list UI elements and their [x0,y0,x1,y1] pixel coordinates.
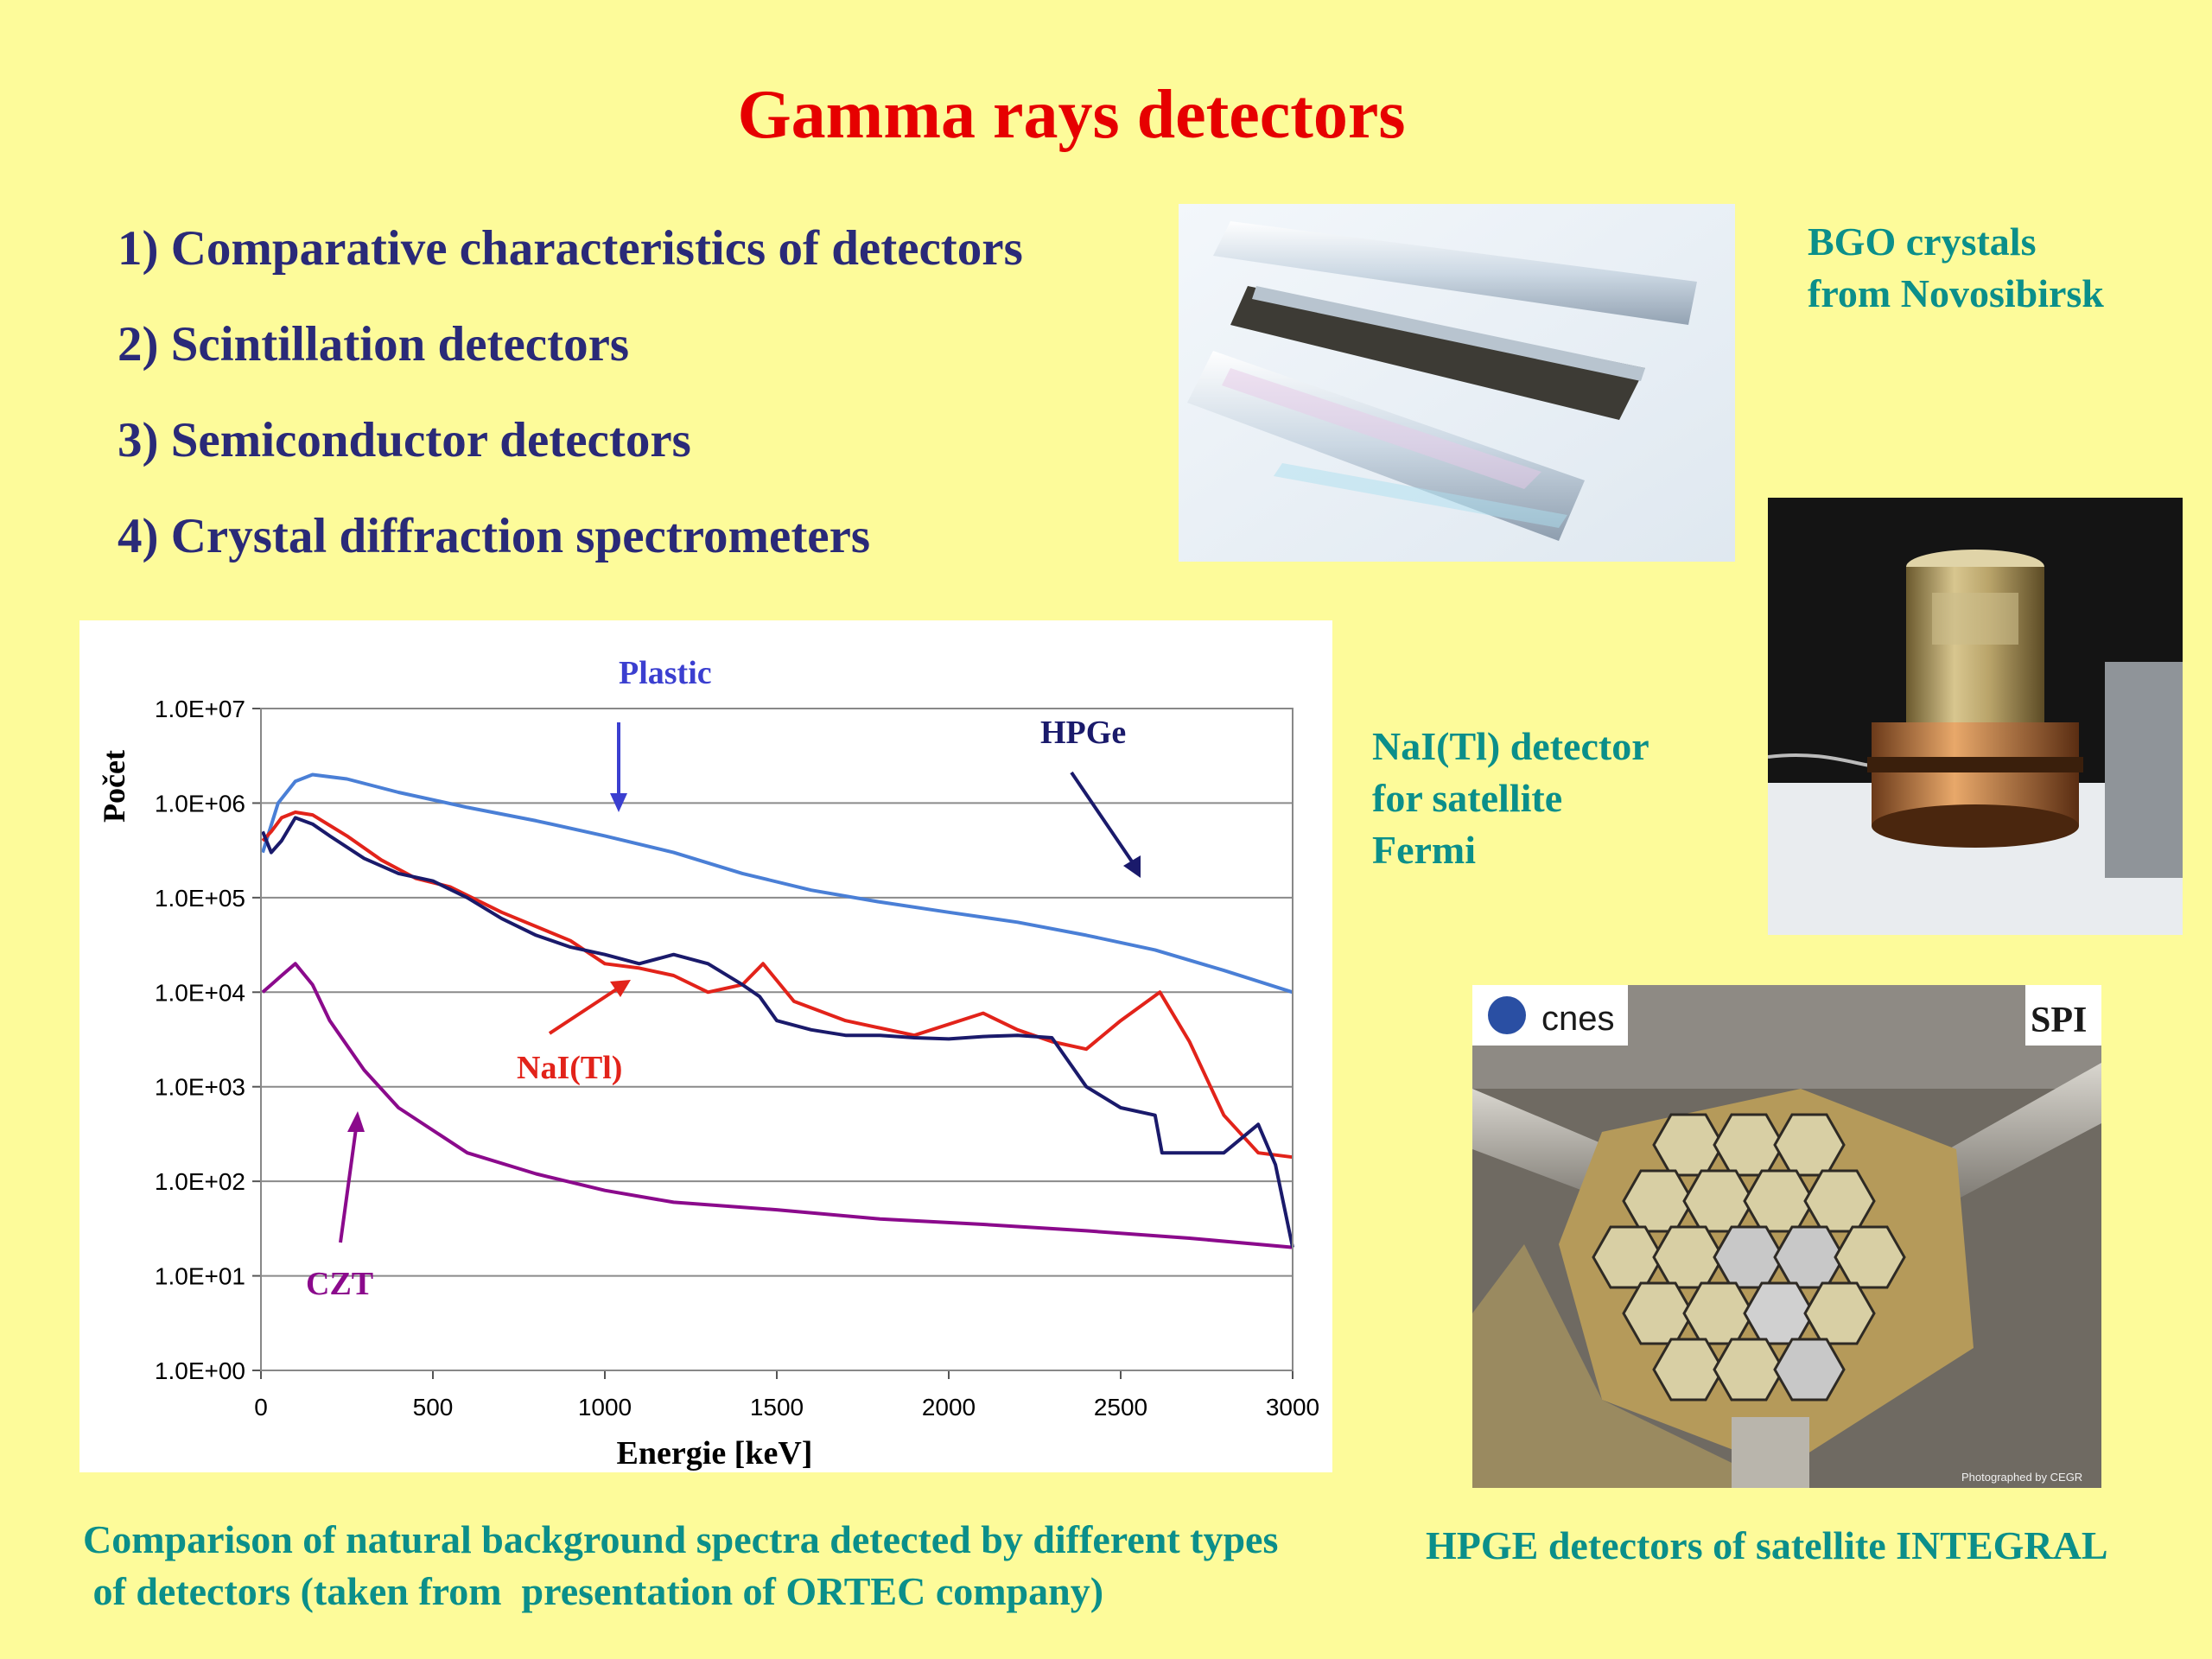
spectra-caption-line-1: Comparison of natural background spectra… [83,1517,1279,1561]
x-axis-label: Energie [keV] [617,1435,813,1471]
x-tick-label: 500 [413,1394,454,1421]
annotation-czt-arrowhead [347,1111,365,1132]
series-line-czt [261,962,1294,1249]
series-line-hpge [261,816,1294,1249]
bgo-crystals-photo [1179,204,1735,562]
list-item-2: 2) Scintillation detectors [118,317,630,372]
x-tick-label: 1000 [578,1394,632,1421]
y-tick-label: 1.0E+02 [155,1168,245,1195]
x-tick-label: 1500 [750,1394,804,1421]
annotation-hpge-arrowhead [1123,855,1141,878]
annotation-czt-arrow [339,1128,358,1243]
spectra-caption-line-2: of detectors (taken from presentation of… [83,1569,1104,1613]
y-tick-label: 1.0E+04 [155,979,245,1006]
annotation-hpge: HPGe [1040,715,1126,751]
bgo-caption-line-1: BGO crystals [1808,219,2037,264]
x-tick-label: 0 [254,1394,268,1421]
y-tick-label: 1.0E+01 [155,1263,245,1290]
y-tick-label: 1.0E+05 [155,885,245,912]
y-tick-label: 1.0E+07 [155,696,245,722]
spectra-chart: 1.0E+00 1.0E+01 1.0E+02 1.0E+03 1.0E+04 1.0E+… [79,620,1332,1472]
nai-caption-line-3: Fermi [1372,828,1477,872]
page-title: Gamma rays detectors [737,77,1406,153]
nai-caption-line-1: NaI(Tl) detector [1372,724,1649,768]
bgo-caption-line-2: from Novosibirsk [1808,271,2104,315]
photo-credit: Photographed by CEGR [1961,1471,2082,1484]
x-tick-label: 2500 [1094,1394,1147,1421]
nai-detector-photo [1768,498,2183,935]
plot-frame [260,708,1294,1371]
nai-caption-line-2: for satellite [1372,776,1563,820]
spectra-caption: Comparison of natural background spectra… [83,1514,1278,1618]
annotation-czt: CZT [306,1266,373,1302]
list-item-3: 3) Semiconductor detectors [118,413,691,467]
annotation-hpge-arrow [1070,771,1135,866]
list-item-1: 1) Comparative characteristics of detect… [118,221,1023,276]
x-tick-label: 3000 [1266,1394,1319,1421]
y-axis-label: Počet [97,750,131,823]
series-line-plastic [261,772,1294,995]
nai-caption: NaI(Tl) detector for satellite Fermi [1372,721,1649,876]
hpge-caption: HPGE detectors of satellite INTEGRAL [1426,1523,2108,1567]
list-item-4: 4) Crystal diffraction spectrometers [118,509,871,563]
spi-logo-text: SPI [2031,1001,2087,1040]
integral-hpge-photo: cnes SPI Photographed by CEGR [1472,985,2101,1488]
bgo-caption: BGO crystals from Novosibirsk [1808,216,2104,320]
annotation-plastic-arrowhead [610,793,627,812]
cnes-logo-text: cnes [1541,1000,1615,1038]
annotation-nai: NaI(Tl) [517,1050,622,1086]
series-line-nai-tl [261,810,1294,1160]
x-tick-label: 2000 [922,1394,976,1421]
y-tick-label: 1.0E+00 [155,1357,245,1384]
annotation-plastic: Plastic [619,655,712,691]
spectra-chart-svg: 1.0E+00 1.0E+01 1.0E+02 1.0E+03 1.0E+04 1.0E+… [97,655,1319,1471]
y-tick-label: 1.0E+03 [155,1074,245,1101]
annotation-nai-arrowhead [610,980,631,997]
y-tick-label: 1.0E+06 [155,790,245,817]
annotation-nai-arrow [548,985,622,1035]
